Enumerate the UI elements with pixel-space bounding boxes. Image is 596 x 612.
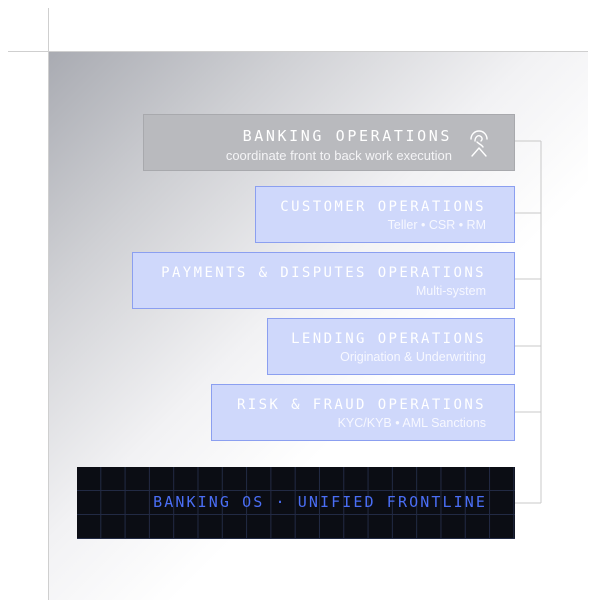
hand-arc-icon xyxy=(470,130,488,157)
payments-disputes-operations-title: PAYMENTS & DISPUTES OPERATIONS xyxy=(161,265,486,281)
risk-fraud-operations-card: RISK & FRAUD OPERATIONS KYC/KYB • AML Sa… xyxy=(211,384,515,441)
customer-operations-card: CUSTOMER OPERATIONS Teller • CSR • RM xyxy=(255,186,515,243)
frame-horizontal-line xyxy=(8,51,588,52)
banking-os-label: BANKING OS · UNIFIED FRONTLINE xyxy=(153,493,487,511)
lending-operations-card: LENDING OPERATIONS Origination & Underwr… xyxy=(267,318,515,375)
banking-operations-card: BANKING OPERATIONS coordinate front to b… xyxy=(143,114,515,171)
risk-fraud-operations-title: RISK & FRAUD OPERATIONS xyxy=(236,397,486,413)
lending-operations-title: LENDING OPERATIONS xyxy=(291,331,486,347)
payments-disputes-operations-subtitle: Multi-system xyxy=(415,284,486,298)
customer-operations-title: CUSTOMER OPERATIONS xyxy=(280,199,486,215)
lending-operations-subtitle: Origination & Underwriting xyxy=(340,350,486,364)
frame-vertical-line xyxy=(48,8,49,600)
banking-operations-subtitle: coordinate front to back work execution xyxy=(225,148,452,163)
risk-fraud-operations-subtitle: KYC/KYB • AML Sanctions xyxy=(337,416,486,430)
payments-disputes-operations-card: PAYMENTS & DISPUTES OPERATIONS Multi-sys… xyxy=(132,252,515,309)
customer-operations-subtitle: Teller • CSR • RM xyxy=(387,218,486,232)
banking-operations-title: BANKING OPERATIONS xyxy=(242,127,452,145)
banking-os-platform-bar: BANKING OS · UNIFIED FRONTLINE xyxy=(77,467,515,539)
